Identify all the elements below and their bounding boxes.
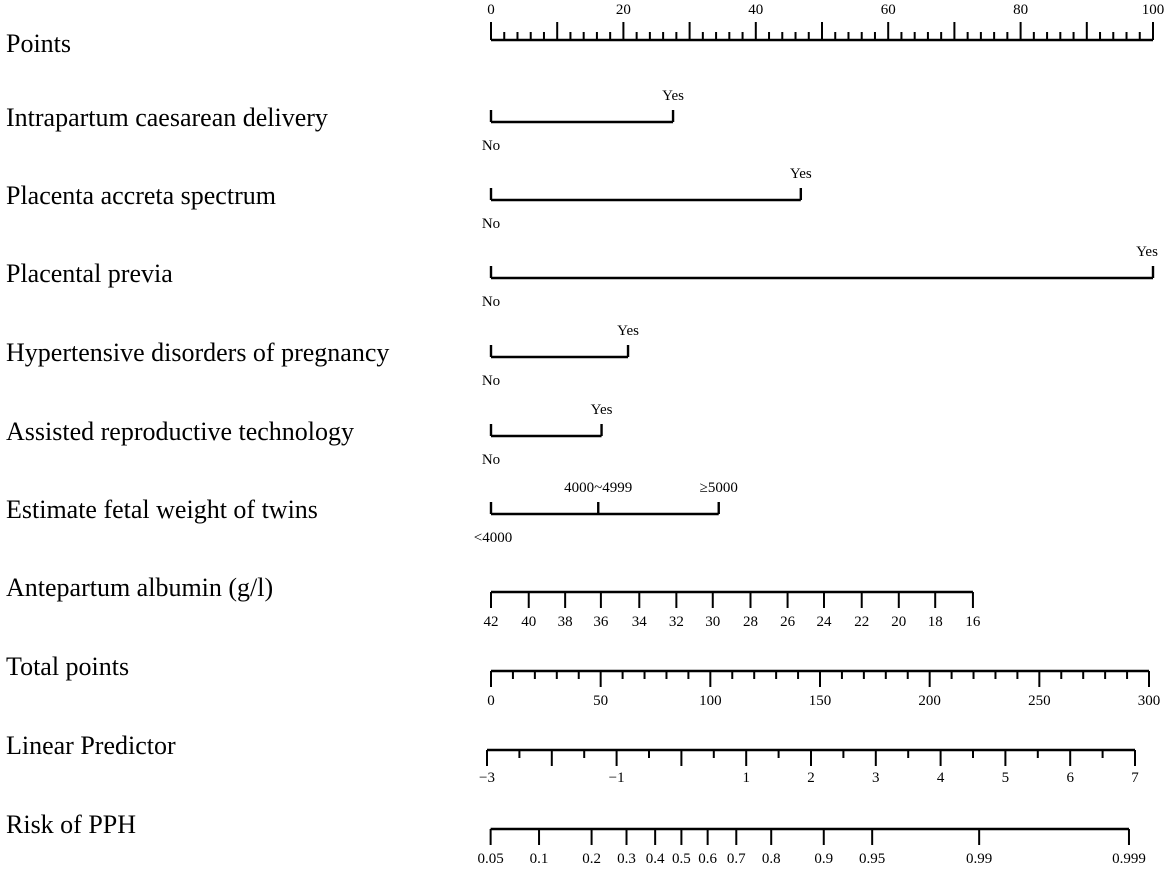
total-points-tick-label: 250 <box>1028 693 1051 709</box>
risk-tick-label: 0.99 <box>966 851 992 867</box>
level-label-intrapartum-caesarean-delivery: Yes <box>662 88 684 104</box>
level-label-estimate-fetal-weight-of-twins: ≥5000 <box>700 480 738 496</box>
level-label-placental-previa: Yes <box>1136 244 1158 260</box>
total-points-tick-label: 300 <box>1138 693 1161 709</box>
albumin-tick-label: 38 <box>558 614 573 630</box>
albumin-tick-label: 28 <box>743 614 758 630</box>
linear-predictor-tick-label: 1 <box>742 770 750 786</box>
row-label-intrapartum-caesarean-delivery: Intrapartum caesarean delivery <box>6 103 328 132</box>
row-label-placental-previa: Placental previa <box>6 259 173 288</box>
linear-predictor-tick-label: −1 <box>609 770 625 786</box>
risk-tick-label: 0.2 <box>582 851 601 867</box>
risk-tick-label: 0.05 <box>478 851 504 867</box>
level-label-assisted-reproductive-technology: No <box>482 452 500 468</box>
level-label-placenta-accreta-spectrum: Yes <box>790 166 812 182</box>
level-label-intrapartum-caesarean-delivery: No <box>482 138 500 154</box>
points-tick-label: 40 <box>748 2 763 18</box>
row-label-total-points: Total points <box>6 652 129 681</box>
risk-tick-label: 0.9 <box>814 851 833 867</box>
level-label-estimate-fetal-weight-of-twins: <4000 <box>474 530 512 546</box>
total-points-tick-label: 150 <box>809 693 832 709</box>
row-label-risk-of-pph: Risk of PPH <box>6 810 136 839</box>
points-tick-label: 60 <box>881 2 896 18</box>
risk-tick-label: 0.1 <box>530 851 549 867</box>
albumin-tick-label: 16 <box>965 614 981 630</box>
linear-predictor-tick-label: −3 <box>479 770 495 786</box>
row-label-estimate-fetal-weight-of-twins: Estimate fetal weight of twins <box>6 495 318 524</box>
row-label-assisted-reproductive-technology: Assisted reproductive technology <box>6 417 354 446</box>
albumin-tick-label: 18 <box>928 614 943 630</box>
risk-tick-label: 0.6 <box>698 851 717 867</box>
risk-tick-label: 0.999 <box>1112 851 1146 867</box>
points-tick-label: 80 <box>1013 2 1028 18</box>
albumin-tick-label: 42 <box>484 614 499 630</box>
linear-predictor-tick-label: 2 <box>807 770 815 786</box>
albumin-tick-label: 26 <box>780 614 796 630</box>
level-label-assisted-reproductive-technology: Yes <box>591 402 613 418</box>
linear-predictor-tick-label: 5 <box>1002 770 1010 786</box>
albumin-tick-label: 30 <box>705 614 720 630</box>
linear-predictor-tick-label: 4 <box>937 770 945 786</box>
linear-predictor-tick-label: 3 <box>872 770 880 786</box>
risk-tick-label: 0.95 <box>859 851 885 867</box>
linear-predictor-tick-label: 7 <box>1131 770 1139 786</box>
points-tick-label: 20 <box>616 2 631 18</box>
total-points-tick-label: 50 <box>593 693 608 709</box>
row-label-antepartum-albumin-g-l: Antepartum albumin (g/l) <box>6 573 273 602</box>
level-label-hypertensive-disorders-of-pregnancy: Yes <box>617 323 639 339</box>
total-points-tick-label: 100 <box>699 693 722 709</box>
total-points-tick-label: 200 <box>918 693 941 709</box>
albumin-tick-label: 34 <box>632 614 648 630</box>
albumin-tick-label: 22 <box>854 614 869 630</box>
risk-tick-label: 0.8 <box>762 851 781 867</box>
points-tick-label: 0 <box>487 2 495 18</box>
points-tick-label: 100 <box>1142 2 1165 18</box>
risk-tick-label: 0.4 <box>646 851 665 867</box>
total-points-tick-label: 0 <box>487 693 495 709</box>
albumin-tick-label: 32 <box>669 614 684 630</box>
row-label-points: Points <box>6 29 71 58</box>
albumin-tick-label: 20 <box>891 614 906 630</box>
level-label-estimate-fetal-weight-of-twins: 4000~4999 <box>564 480 632 496</box>
risk-tick-label: 0.7 <box>727 851 746 867</box>
level-label-hypertensive-disorders-of-pregnancy: No <box>482 373 500 389</box>
level-label-placenta-accreta-spectrum: No <box>482 216 500 232</box>
level-label-placental-previa: No <box>482 294 500 310</box>
albumin-tick-label: 40 <box>521 614 536 630</box>
row-label-placenta-accreta-spectrum: Placenta accreta spectrum <box>6 181 276 210</box>
row-label-linear-predictor: Linear Predictor <box>6 731 176 760</box>
row-label-hypertensive-disorders-of-pregnancy: Hypertensive disorders of pregnancy <box>6 338 389 367</box>
risk-tick-label: 0.5 <box>672 851 691 867</box>
albumin-tick-label: 24 <box>816 614 832 630</box>
linear-predictor-tick-label: 6 <box>1066 770 1074 786</box>
risk-tick-label: 0.3 <box>617 851 636 867</box>
albumin-tick-label: 36 <box>593 614 609 630</box>
